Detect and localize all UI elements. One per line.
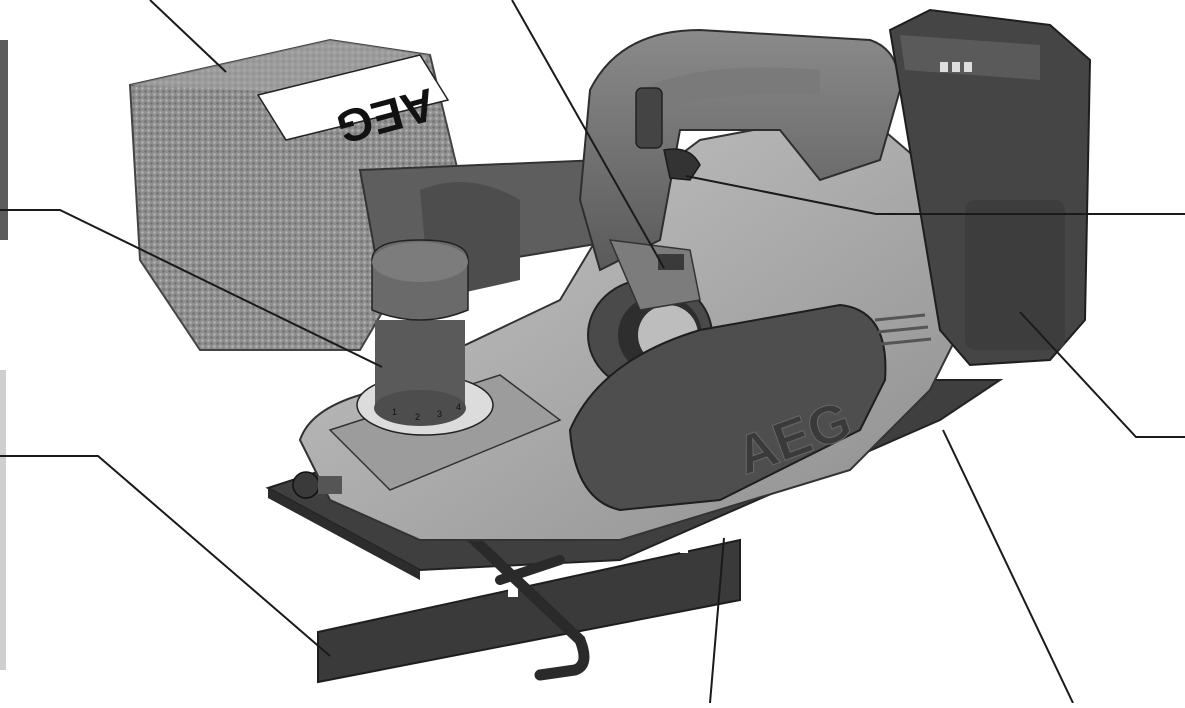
leader-trigger <box>685 175 1185 215</box>
motor-vents <box>874 313 932 346</box>
battery-pack <box>888 8 1092 367</box>
parallel-guide-fence <box>317 535 741 684</box>
dial-mark-4: 4 <box>456 402 461 412</box>
leader-dust-bag <box>149 0 227 73</box>
leader-battery <box>1019 311 1185 438</box>
battery-charge-indicator <box>940 62 972 72</box>
dial-mark-2: 2 <box>415 412 420 422</box>
depth-dial-scale: 1 2 3 4 <box>392 402 461 422</box>
chip-direction-selector <box>608 239 701 311</box>
dial-mark-1: 1 <box>392 407 397 417</box>
leader-base-plate <box>942 429 1074 704</box>
leader-fence-bracket <box>709 537 725 704</box>
leader-chip-selector <box>511 0 665 269</box>
side-screw <box>292 471 342 499</box>
left-edge-fragments <box>0 40 8 670</box>
guide-rod <box>426 494 590 681</box>
depth-adjustment-knob: 1 2 3 4 <box>328 239 562 491</box>
dial-mark-3: 3 <box>437 409 442 419</box>
lock-off-button <box>635 87 663 149</box>
leader-fence <box>0 455 331 657</box>
leader-depth-knob <box>0 209 383 368</box>
